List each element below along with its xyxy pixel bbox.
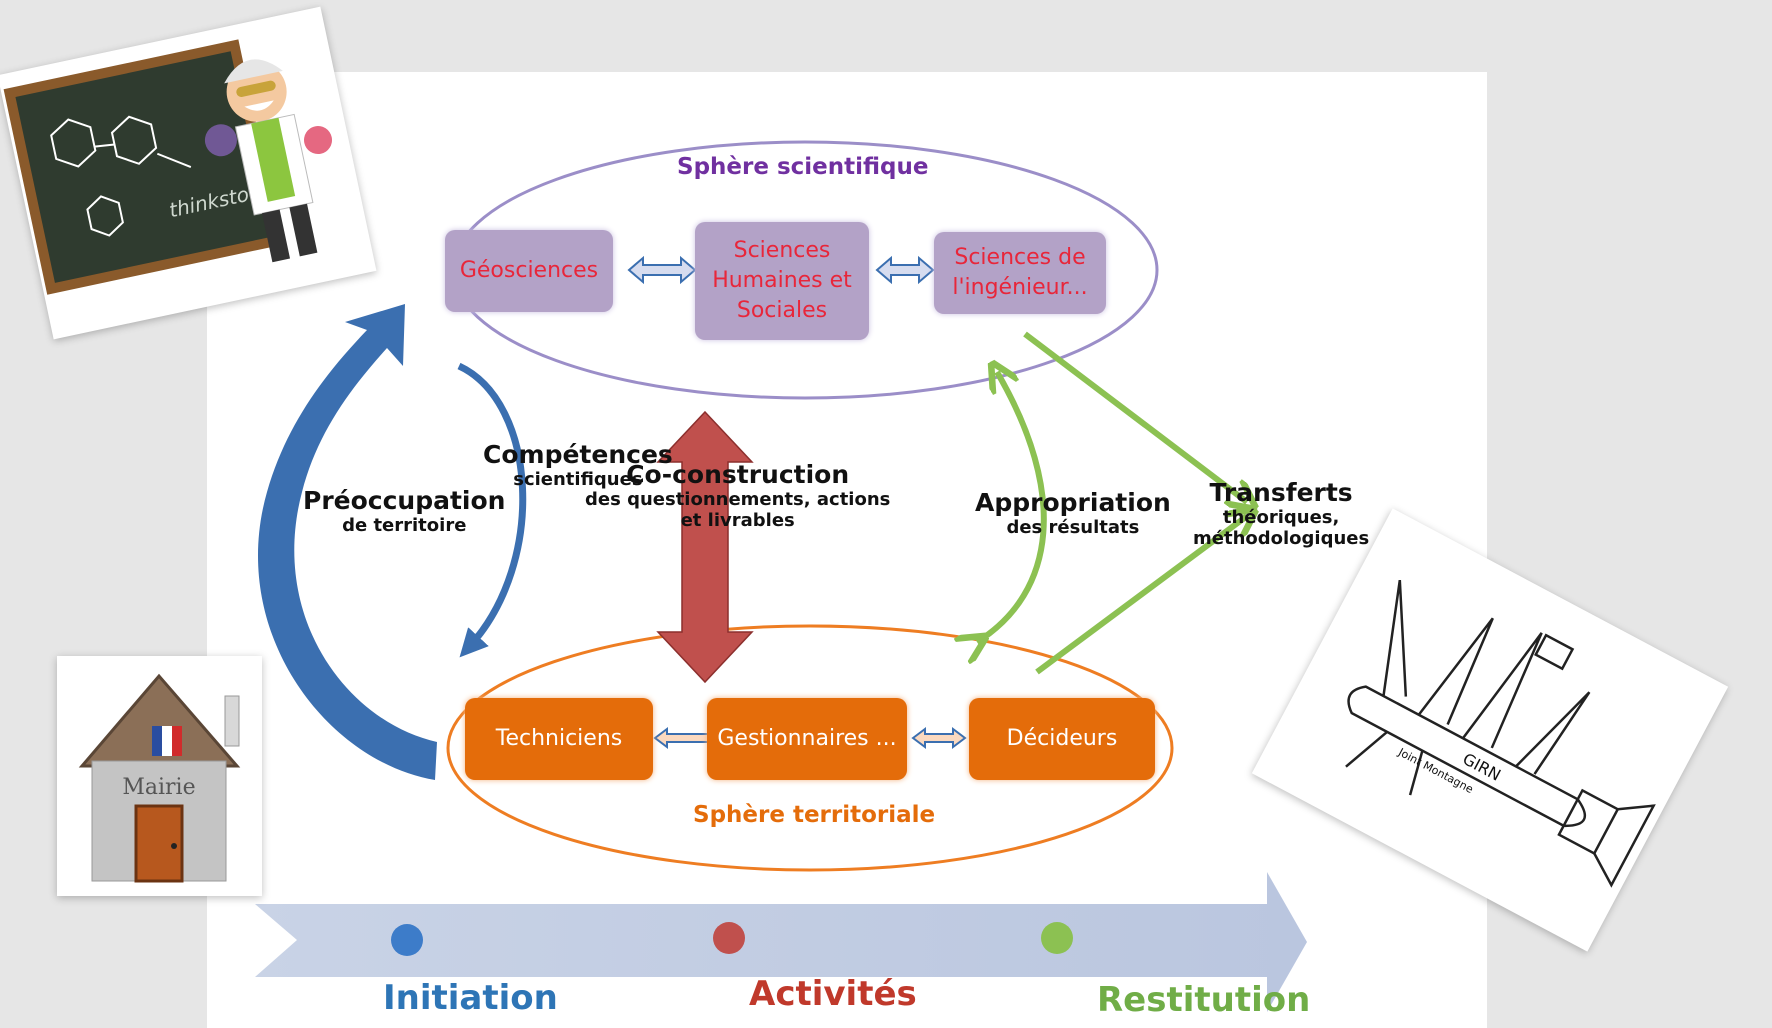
transferts-sub2: méthodologiques bbox=[1193, 528, 1370, 549]
mairie-image: Mairie bbox=[57, 656, 262, 896]
techniciens-label: Techniciens bbox=[495, 726, 623, 751]
scientist-blackboard-image: thinkstock bbox=[0, 6, 377, 340]
techniciens-box: Techniciens bbox=[465, 698, 653, 780]
coconstruction-label: Co-construction des questionnements, act… bbox=[585, 460, 890, 531]
transferts-title: Transferts bbox=[1209, 478, 1353, 507]
mairie-illustration: Mairie bbox=[78, 673, 241, 883]
transferts-arrow-upper bbox=[1023, 331, 1247, 502]
diagram-graphics bbox=[255, 140, 1307, 1012]
transferts-label: Transferts théoriques, méthodologiques bbox=[1193, 478, 1369, 549]
diagram-canvas: Sphère scientifique Sphère territoriale … bbox=[207, 72, 1487, 1028]
appropriation-title: Appropriation bbox=[975, 488, 1171, 517]
transferts-sub1: théoriques, bbox=[1222, 507, 1340, 528]
scientific-sphere-title: Sphère scientifique bbox=[677, 154, 929, 180]
sciences-ingenieur-label: Sciences de l'ingénieur... bbox=[952, 245, 1088, 300]
competences-label: Compétences scientifiques bbox=[483, 440, 673, 490]
appropriation-arrow bbox=[977, 372, 1047, 642]
preoccupation-sub: de territoire bbox=[342, 515, 467, 536]
phase-initiation: Initiation bbox=[383, 978, 558, 1018]
timeline-arrow bbox=[255, 872, 1307, 1012]
coconstruction-arrow bbox=[656, 410, 754, 684]
scientist-illustration: thinkstock bbox=[3, 39, 333, 295]
competences-title: Compétences bbox=[483, 440, 673, 469]
appropriation-sub: des résultats bbox=[1006, 517, 1140, 538]
gestionnaires-box: Gestionnaires ... bbox=[707, 698, 907, 780]
competences-arrow bbox=[457, 362, 527, 658]
geosciences-box: Géosciences bbox=[445, 230, 613, 312]
appropriation-label: Appropriation des résultats bbox=[975, 488, 1171, 538]
initiation-dot bbox=[391, 924, 423, 956]
gestionnaires-label: Gestionnaires ... bbox=[717, 726, 897, 751]
sci-link-2 bbox=[875, 255, 935, 285]
decideurs-label: Décideurs bbox=[1006, 726, 1118, 751]
shs-box: Sciences Humaines et Sociales bbox=[695, 222, 869, 340]
phase-restitution: Restitution bbox=[1097, 980, 1311, 1020]
preoccupation-label: Préoccupation de territoire bbox=[303, 486, 505, 536]
coconstruction-sub1: des questionnements, actions bbox=[585, 489, 891, 510]
geosciences-label: Géosciences bbox=[459, 258, 599, 283]
decideurs-box: Décideurs bbox=[969, 698, 1155, 780]
preoccupation-title: Préoccupation bbox=[303, 486, 506, 515]
sciences-ingenieur-box: Sciences de l'ingénieur... bbox=[934, 232, 1106, 314]
shs-label: Sciences Humaines et Sociales bbox=[712, 238, 852, 323]
swiss-knife-image: GIRN Joint Montagne bbox=[1251, 508, 1729, 952]
swiss-knife-illustration: GIRN Joint Montagne bbox=[1345, 579, 1656, 888]
coconstruction-sub2: et livrables bbox=[680, 510, 795, 531]
mairie-text: Mairie bbox=[122, 775, 195, 800]
preoccupation-arrow bbox=[257, 304, 437, 780]
restitution-dot bbox=[1041, 922, 1073, 954]
coconstruction-title: Co-construction bbox=[626, 460, 850, 489]
ter-link-2 bbox=[911, 727, 967, 749]
competences-sub: scientifiques bbox=[513, 469, 643, 490]
territorial-sphere-title: Sphère territoriale bbox=[693, 802, 936, 828]
transferts-arrow-lower bbox=[1035, 516, 1247, 675]
phase-activites: Activités bbox=[749, 974, 917, 1014]
activites-dot bbox=[713, 922, 745, 954]
